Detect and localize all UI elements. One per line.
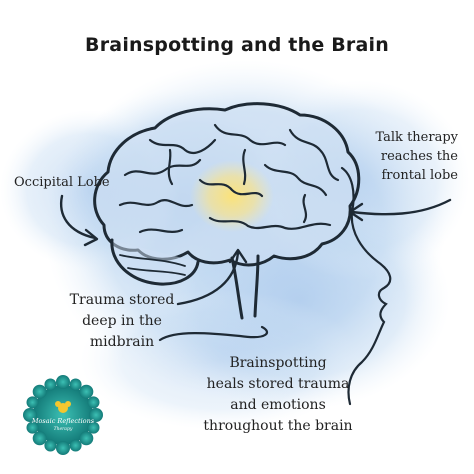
label-line: Talk therapy: [375, 130, 458, 145]
page-title: Brainspotting and the Brain: [85, 34, 389, 56]
label-line: Brainspotting: [229, 355, 327, 371]
label-trauma-midbrain: Trauma stored deep in the midbrain: [62, 290, 182, 353]
logo-subtext: Therapy: [54, 426, 73, 432]
arrow-icon: [59, 194, 452, 306]
label-line: midbrain: [89, 334, 155, 350]
logo-text: Mosaic Reflections: [31, 417, 95, 425]
label-brainspotting: Brainspotting heals stored trauma and em…: [178, 353, 378, 437]
label-line: heals stored trauma: [206, 376, 350, 392]
decorative-flourish: [158, 325, 268, 342]
label-talk-therapy: Talk therapy reaches the frontal lobe: [375, 128, 458, 185]
face-profile-line: [340, 166, 392, 406]
label-line: deep in the: [82, 313, 162, 329]
gear-logo-icon: Mosaic Reflections Therapy: [23, 375, 103, 455]
label-line: reaches the: [380, 149, 458, 164]
label-line: and emotions: [230, 397, 326, 413]
label-line: frontal lobe: [381, 168, 459, 183]
label-occipital-lobe: Occipital Lobe: [14, 175, 110, 190]
label-line: Trauma stored: [69, 292, 175, 308]
brain-illustration: [93, 102, 361, 320]
label-line: throughout the brain: [203, 418, 353, 434]
